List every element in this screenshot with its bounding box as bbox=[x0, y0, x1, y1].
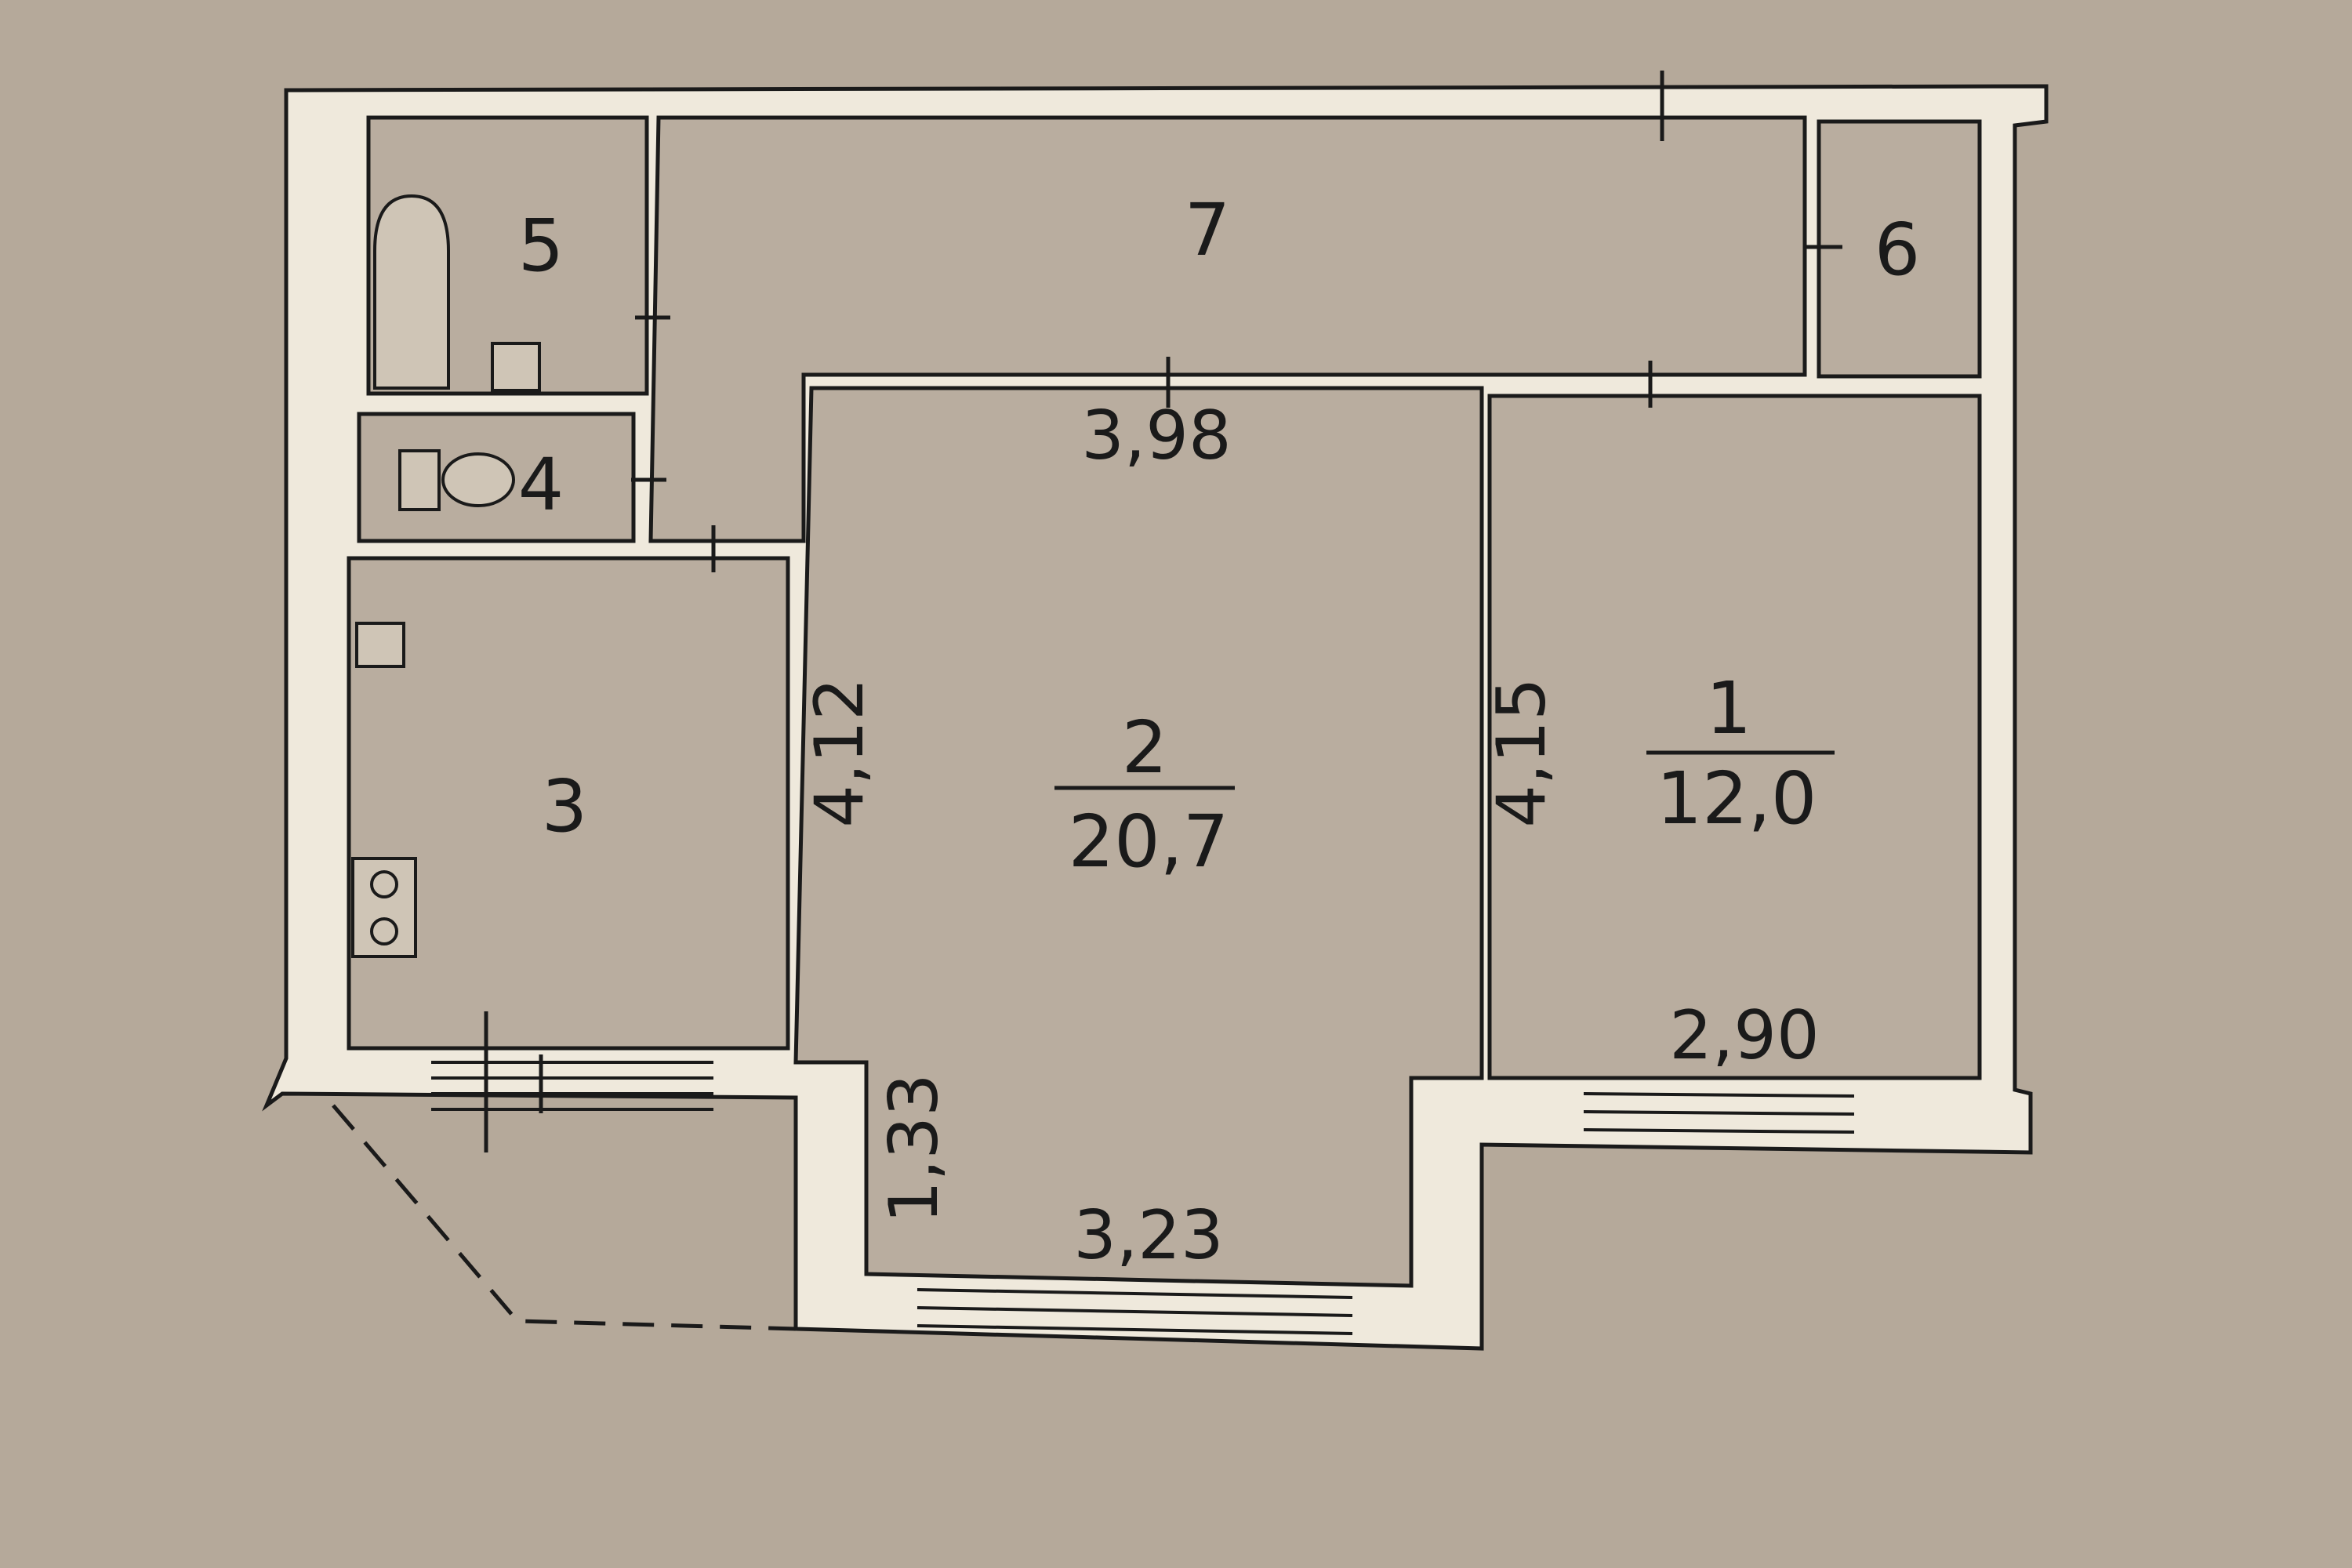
toilet-icon bbox=[398, 449, 441, 511]
room-1-bedroom bbox=[1487, 394, 1982, 1080]
room-6-label: 6 bbox=[1875, 208, 1921, 292]
kitchen-sink-icon bbox=[355, 622, 405, 668]
dimension-room1-bottom: 2,90 bbox=[1669, 996, 1819, 1075]
window-bedroom bbox=[1583, 1092, 1855, 1134]
room-3-kitchen bbox=[347, 556, 790, 1051]
room-1-label: 1 bbox=[1706, 666, 1752, 750]
dimension-room2-top: 3,98 bbox=[1081, 397, 1231, 475]
window-kitchen bbox=[431, 1011, 713, 1152]
room-7-hallway bbox=[648, 115, 1807, 543]
toilet-bowl-icon bbox=[441, 452, 515, 507]
balcony-outline bbox=[332, 1104, 797, 1331]
room-4-label: 4 bbox=[518, 443, 564, 527]
stove-burner-icon bbox=[370, 870, 398, 898]
room-5-label: 5 bbox=[518, 204, 564, 288]
dimension-room1-left: 4,15 bbox=[1483, 677, 1561, 827]
stove-icon bbox=[351, 857, 417, 958]
room-2-living-room bbox=[793, 386, 1484, 1288]
dimension-room2-bay-depth: 1,33 bbox=[875, 1073, 953, 1223]
room-2-area: 20,7 bbox=[1069, 800, 1229, 884]
room-3-label: 3 bbox=[542, 764, 588, 848]
window-living-room bbox=[916, 1288, 1353, 1335]
stove-burner-icon bbox=[370, 917, 398, 946]
room-2-label: 2 bbox=[1122, 706, 1168, 789]
room-7-label: 7 bbox=[1185, 188, 1231, 272]
dimension-room2-bay-width: 3,23 bbox=[1073, 1196, 1223, 1275]
bathtub-icon bbox=[373, 194, 450, 390]
sink-icon bbox=[491, 342, 541, 392]
room-1-area: 12,0 bbox=[1657, 757, 1817, 840]
door-marks bbox=[631, 71, 1842, 572]
dimension-room2-left: 4,12 bbox=[800, 677, 879, 827]
